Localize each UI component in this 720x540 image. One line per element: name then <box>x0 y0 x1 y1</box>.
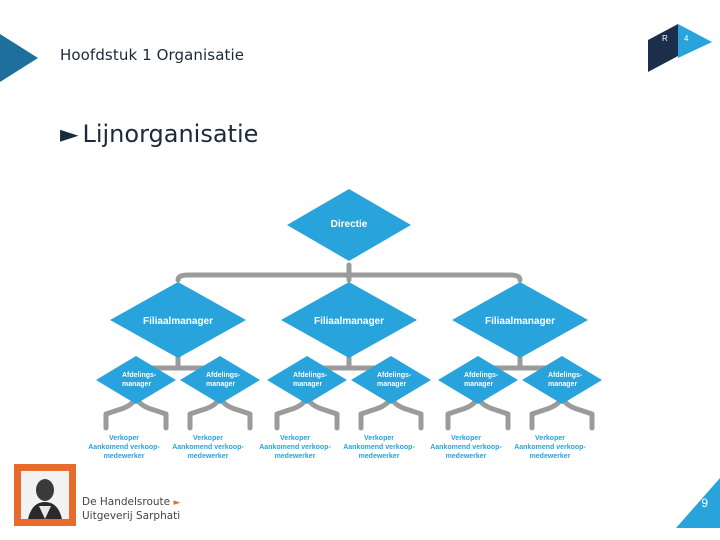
left-corner-triangle <box>0 34 38 82</box>
node-dept-manager-1-0: Afdelings-manager <box>267 356 347 404</box>
node-branch-manager-label-0: Filiaalmanager <box>143 316 213 327</box>
node-dept-manager-1-1: Afdelings-manager <box>351 356 431 404</box>
page-number-triangle <box>676 478 720 528</box>
node-branch-manager-1: Filiaalmanager <box>281 282 417 358</box>
node-branch-manager-label-1: Filiaalmanager <box>314 316 384 327</box>
node-directie-label: Directie <box>331 219 368 230</box>
node-dept-manager-label-2-1: Afdelings-manager <box>548 372 583 388</box>
node-dept-manager-0-1: Afdelings-manager <box>180 356 260 404</box>
node-dept-manager-label-0-0: Afdelings-manager <box>122 372 157 388</box>
right-badge-blue <box>678 24 712 58</box>
org-chart-nodes: DirectieFiliaalmanagerAfdelings-managerV… <box>88 189 602 460</box>
right-badge-dark <box>648 24 678 72</box>
node-dept-manager-2-0: Afdelings-manager <box>438 356 518 404</box>
node-dept-manager-0-0: Afdelings-manager <box>96 356 176 404</box>
publisher-name: De Handelsroute ► <box>82 496 180 508</box>
publisher-arrow-icon: ► <box>173 498 181 508</box>
slide-heading: ►Lijnorganisatie <box>60 120 258 148</box>
badge-left-letter: R <box>662 34 668 43</box>
node-dept-manager-label-1-0: Afdelings-manager <box>293 372 328 388</box>
publisher-name-text: De Handelsroute <box>82 496 171 508</box>
node-dept-manager-2-1: Afdelings-manager <box>522 356 602 404</box>
node-directie: Directie <box>287 189 411 261</box>
badge-right-number: 4 <box>684 34 689 43</box>
node-branch-manager-0: Filiaalmanager <box>110 282 246 358</box>
node-dept-manager-label-1-1: Afdelings-manager <box>377 372 412 388</box>
node-dept-manager-label-2-0: Afdelings-manager <box>464 372 499 388</box>
publisher-subname: Uitgeverij Sarphati <box>82 510 181 522</box>
page-number: 9 <box>701 496 708 510</box>
portrait-logo-icon <box>21 471 69 519</box>
heading-text: Lijnorganisatie <box>82 120 259 148</box>
node-dept-manager-label-0-1: Afdelings-manager <box>206 372 241 388</box>
chapter-title: Hoofdstuk 1 Organisatie <box>60 46 245 64</box>
bullet-arrow-icon: ► <box>60 120 79 148</box>
node-branch-manager-2: Filiaalmanager <box>452 282 588 358</box>
publisher-logo <box>14 464 76 526</box>
node-branch-manager-label-2: Filiaalmanager <box>485 316 555 327</box>
